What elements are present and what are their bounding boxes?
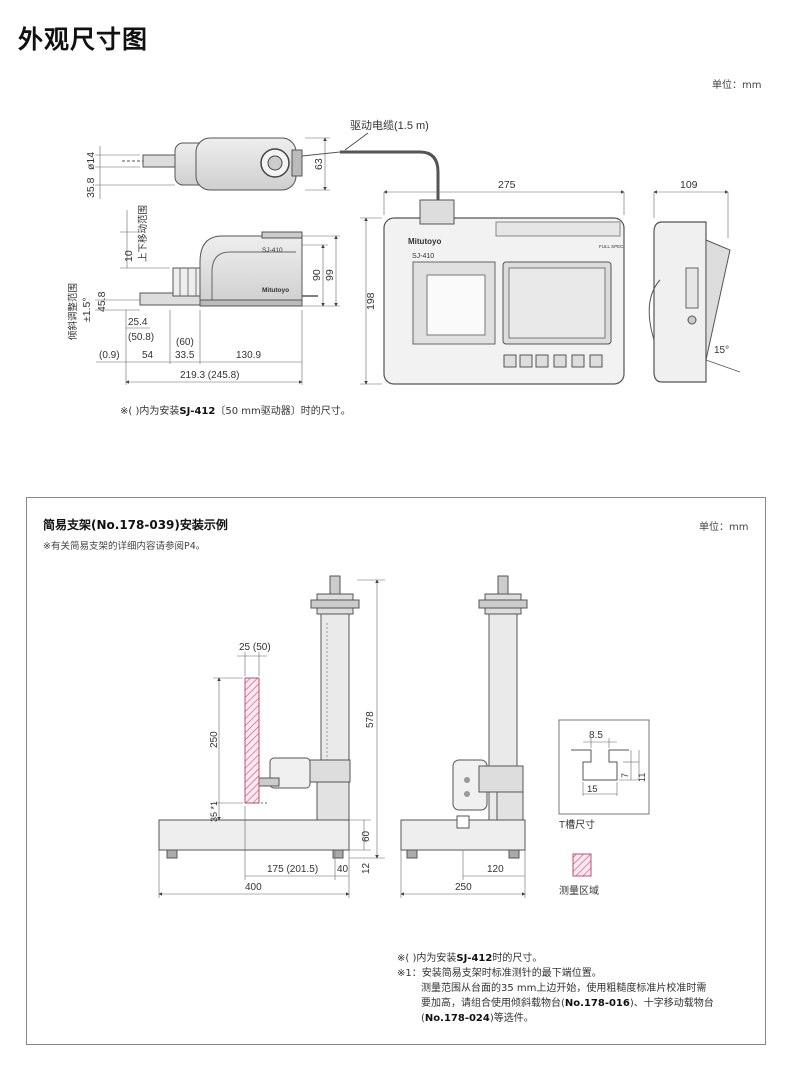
dim-250-vertical: 250: [209, 731, 220, 748]
dim-45-8: 45.8: [96, 291, 108, 312]
note-2-model-2: No.178-024: [424, 1013, 490, 1024]
note-2-line-4b: )等选件。: [489, 1013, 534, 1024]
dim-12: 12: [361, 862, 372, 874]
stand-unit-label: 单位：mm: [699, 522, 749, 533]
dim-8-5: 8.5: [589, 730, 603, 741]
measure-area-swatch: [572, 853, 592, 877]
note-1-prefix: ※( )内为安装: [397, 953, 457, 964]
front-model-text: SJ-410: [412, 253, 434, 260]
top-dimension-drawing: 驱动电缆(1.5 m) ø14 35.8 63 SJ-410 Mitutoyo …: [67, 119, 741, 385]
dim-219-3: 219.3 (245.8): [180, 370, 240, 381]
t-slot-detail: [558, 719, 650, 815]
dim-15deg: 15°: [714, 345, 729, 356]
top-note-suffix: 〔50 mm驱动器〕时的尺寸。: [215, 406, 351, 417]
note-2-line-3: 要加高，请组合使用倾斜载物台(No.178-016)、十字移动载物台: [397, 996, 757, 1011]
note-2-line-4: (No.178-024)等选件。: [397, 1011, 757, 1026]
fullspec-text: FULL SPEC: [599, 244, 624, 249]
stand-side-view: [400, 575, 528, 859]
measure-area-label: 测量区域: [559, 884, 599, 897]
t-slot-label: T槽尺寸: [559, 818, 595, 831]
stand-title: 简易支架(No.178-039)安装示例: [43, 518, 228, 532]
dim-60-paren: (60): [176, 337, 194, 348]
dim-35-8: 35.8: [85, 177, 97, 198]
dim-175: 175 (201.5): [267, 864, 318, 875]
dim-250-horizontal: 250: [455, 882, 472, 893]
dim-phi14: ø14: [85, 152, 97, 170]
updown-label: 上下移动范围: [137, 205, 149, 262]
note-2-line-2: 测量范围从台面的35 mm上边开始，使用粗糙度标准片校准时需: [421, 983, 707, 994]
tilt-label: 倾斜调整范围: [67, 283, 79, 340]
note-2-line-3b: )、十字移动载物台: [629, 998, 714, 1009]
page-title: 外观尺寸图: [18, 25, 149, 54]
dim-60: 60: [361, 830, 372, 842]
stand-drawing: 25 (50) 250 35 *1 578 60 12 175 (201.5) …: [158, 575, 650, 898]
note-1: ※( )内为安装SJ-412时的尺寸。: [397, 951, 757, 966]
drive-cable: [340, 150, 440, 205]
dim-33-5: 33.5: [175, 350, 195, 361]
dim-400: 400: [245, 882, 262, 893]
stand-front-view: [158, 575, 360, 859]
stand-example-panel: 简易支架(No.178-039)安装示例 单位：mm ※有关简易支架的详细内容请…: [26, 497, 766, 1045]
top-note-model: SJ-412: [179, 406, 216, 417]
dim-63: 63: [313, 158, 325, 170]
dim-25-50: 25 (50): [239, 642, 271, 653]
side-model-text: SJ-410: [262, 247, 283, 254]
dim-35-note: 35 *1: [209, 801, 219, 822]
top-note: ※( )内为安装SJ-412〔50 mm驱动器〕时的尺寸。: [120, 402, 351, 417]
dim-pm1-5: ±1.5°: [81, 297, 93, 322]
side-brand-text: Mitutoyo: [262, 287, 289, 294]
dim-7: 7: [620, 773, 630, 778]
dim-578: 578: [365, 711, 376, 728]
dim-198: 198: [365, 292, 377, 310]
dim-90: 90: [311, 269, 323, 281]
main-unit-side-view: [648, 221, 741, 383]
dim-10: 10: [123, 250, 135, 262]
dim-15: 15: [587, 784, 598, 795]
dim-40: 40: [337, 864, 349, 875]
dim-0-9: (0.9): [99, 350, 120, 361]
dim-11: 11: [637, 773, 647, 782]
note-1-model: SJ-412: [456, 953, 493, 964]
note-2-line-4a: (: [421, 1013, 425, 1024]
dim-120: 120: [487, 864, 504, 875]
drive-unit-side-view: SJ-410 Mitutoyo: [139, 231, 318, 307]
note-2-line-1: ※1：安装简易支架时标准测针的最下端位置。: [397, 968, 602, 979]
drive-unit-top-view: [122, 137, 341, 191]
note-2-model-1: No.178-016: [564, 998, 630, 1009]
dim-25-4: 25.4: [128, 317, 148, 328]
dim-130-9: 130.9: [236, 350, 261, 361]
main-unit-front-view: Mitutoyo SJ-410 FULL SPEC: [383, 199, 625, 385]
top-note-prefix: ※( )内为安装: [120, 406, 180, 417]
stand-notes: ※( )内为安装SJ-412时的尺寸。 ※1：安装简易支架时标准测针的最下端位置…: [397, 951, 757, 1026]
dim-109: 109: [680, 179, 698, 191]
dim-99: 99: [324, 269, 336, 281]
stand-subnote: ※有关简易支架的详细内容请参阅P4。: [43, 541, 206, 552]
dim-50-8: (50.8): [128, 332, 154, 343]
cable-label: 驱动电缆(1.5 m): [350, 119, 429, 132]
unit-label: 单位：mm: [712, 80, 762, 91]
note-1-suffix: 时的尺寸。: [492, 953, 543, 964]
note-2-line-3a: 要加高，请组合使用倾斜载物台(: [421, 998, 565, 1009]
dim-275: 275: [498, 179, 516, 191]
front-brand-text: Mitutoyo: [408, 237, 441, 246]
dim-54: 54: [142, 350, 154, 361]
